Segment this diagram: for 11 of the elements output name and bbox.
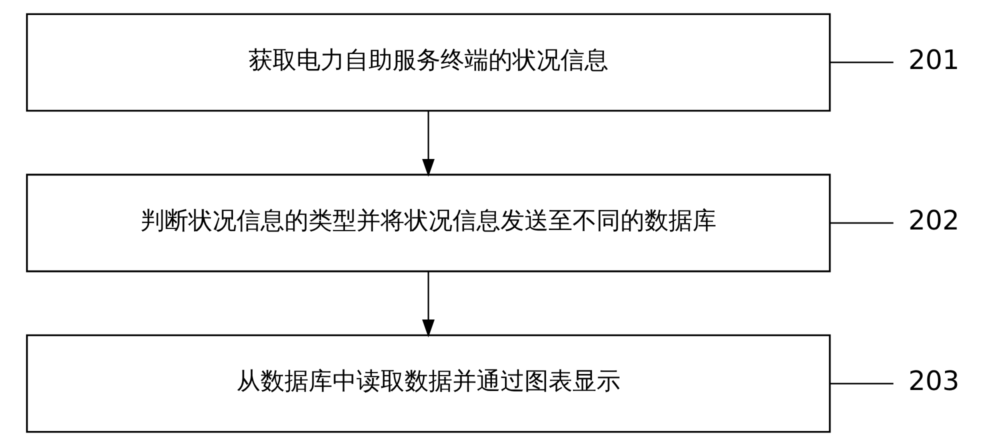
arrow xyxy=(422,110,434,177)
connector xyxy=(830,382,893,384)
node-box: 获取电力自助服务终端的状况信息 xyxy=(26,13,830,112)
node-box: 从数据库中读取数据并通过图表显示 xyxy=(26,334,830,433)
arrow xyxy=(422,271,434,338)
connector xyxy=(830,62,893,64)
node-text: 202 xyxy=(908,206,959,237)
connector xyxy=(830,222,893,224)
node-text: 201 xyxy=(908,44,959,76)
node-box: 判断状况信息的类型并将状况信息发送至不同的数据库 xyxy=(26,174,830,272)
node-text: 203 xyxy=(908,366,959,398)
